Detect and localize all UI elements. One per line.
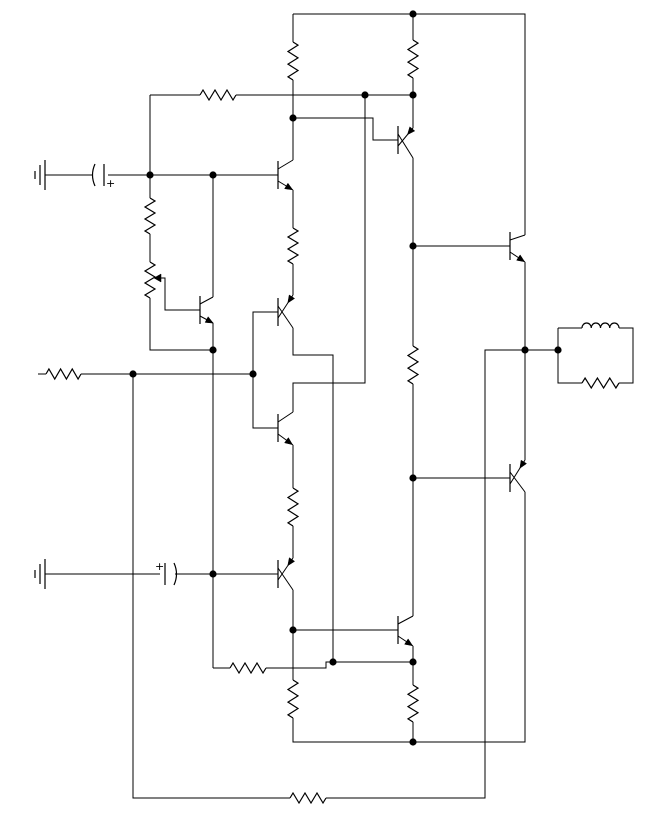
- junction-dot: [209, 171, 217, 179]
- npn-transistor: [277, 159, 294, 191]
- capacitor: +: [155, 560, 178, 586]
- resistor: [199, 88, 237, 102]
- pnp-transistor: [277, 294, 296, 329]
- potentiometer: [143, 261, 165, 299]
- junction-dot: [409, 10, 417, 18]
- junction-dot: [289, 114, 297, 122]
- junction-dot: [329, 658, 337, 666]
- capacitor-polarity-mark: +: [106, 177, 115, 190]
- junction-dot: [409, 474, 417, 482]
- resistor: [581, 376, 620, 390]
- resistor: [286, 679, 300, 719]
- npn-transistor: [397, 615, 414, 647]
- resistor: [406, 684, 420, 723]
- inductor-coil: [581, 322, 620, 329]
- npn-transistor: [509, 232, 526, 263]
- resistor: [286, 227, 300, 265]
- junction-dot: [409, 738, 417, 746]
- resistor: [406, 39, 420, 79]
- junction-dot: [554, 346, 562, 354]
- junction-dot: [289, 626, 297, 634]
- resistor: [286, 487, 300, 527]
- junction-dot: [409, 658, 417, 666]
- capacitor-polarity-mark: +: [155, 560, 164, 573]
- ground-symbol: [34, 160, 46, 190]
- resistor: [286, 41, 300, 81]
- pnp-transistor: [397, 126, 416, 159]
- wires: [38, 13, 634, 799]
- junction-dots: [129, 10, 562, 746]
- junction-dot: [409, 91, 417, 99]
- junction-dot: [209, 570, 217, 578]
- ground-symbol: [34, 559, 46, 589]
- pnp-transistor: [509, 459, 527, 493]
- resistor: [45, 367, 82, 381]
- npn-transistor: [277, 411, 294, 446]
- junction-dot: [209, 346, 217, 354]
- junction-dot: [409, 242, 417, 250]
- capacitor: +: [91, 163, 115, 190]
- junction-dot: [146, 171, 154, 179]
- resistor: [289, 791, 327, 805]
- pnp-transistor: [277, 557, 296, 591]
- resistor: [143, 197, 157, 235]
- npn-transistor: [199, 296, 214, 324]
- junction-dot: [521, 346, 529, 354]
- junction-dot: [361, 91, 369, 99]
- resistor: [229, 661, 267, 675]
- junction-dot: [249, 370, 257, 378]
- resistor: [406, 345, 420, 385]
- junction-dot: [129, 370, 137, 378]
